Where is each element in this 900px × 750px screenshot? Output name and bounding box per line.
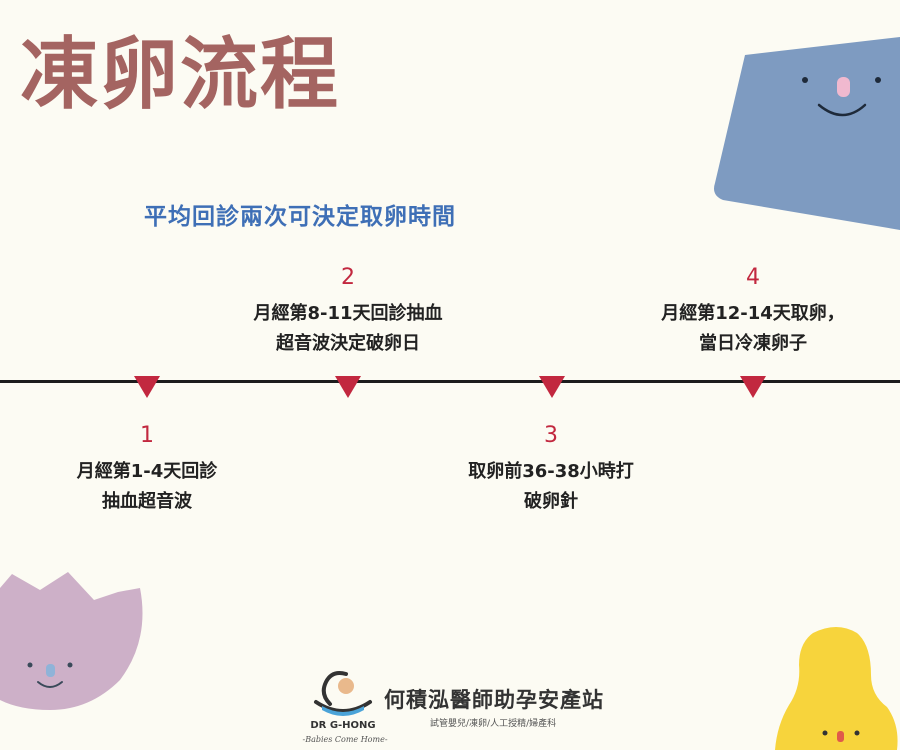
- page-title: 凍卵流程: [20, 30, 341, 120]
- purple-blob-eye-right: [67, 662, 73, 668]
- purple-blob-eye-left: [27, 662, 33, 668]
- purple-blob-shape: [0, 572, 143, 710]
- blue-face-blob: [714, 37, 900, 230]
- page-subtitle: 平均回診兩次可決定取卵時間: [144, 204, 456, 230]
- purple-face-blob: [0, 572, 143, 710]
- step-number: 1: [140, 423, 154, 448]
- step-number: 2: [341, 265, 355, 290]
- logo-brand-text: DR G-HONG: [310, 720, 376, 731]
- step-number: 4: [746, 265, 760, 290]
- purple-blob-nose: [46, 664, 55, 677]
- yellow-blob-eye-right: [854, 730, 860, 736]
- timeline-marker-1: [134, 376, 160, 398]
- mother-baby-icon: [314, 671, 372, 716]
- step-text-line: 月經第1-4天回診: [76, 461, 218, 482]
- step-text-line: 抽血超音波: [102, 491, 192, 512]
- purple-blob-smile: [37, 681, 63, 688]
- timeline-marker-3: [539, 376, 565, 398]
- timeline-step-1: 1 月經第1-4天回診 抽血超音波: [0, 425, 297, 517]
- timeline-step-3: 3 取卵前36-38小時打 破卵針: [401, 425, 701, 517]
- yellow-blob-shape: [775, 627, 898, 750]
- clinic-name: 何積泓醫師助孕安產站: [384, 688, 604, 712]
- timeline-line: [0, 380, 900, 383]
- blue-blob-shape: [714, 37, 900, 230]
- step-text-line: 取卵前36-38小時打: [468, 461, 634, 482]
- yellow-blob-nose: [837, 731, 844, 742]
- timeline-step-4: 4 月經第12-14天取卵， 當日冷凍卵子: [603, 267, 900, 359]
- logo-tagline: -Babies Come Home-: [302, 735, 388, 744]
- yellow-blob-eye-left: [822, 730, 828, 736]
- clinic-services: 試管嬰兒/凍卵/人工授精/婦產科: [430, 719, 557, 729]
- step-text-line: 月經第8-11天回診抽血: [253, 303, 443, 324]
- yellow-face-blob: [775, 627, 898, 750]
- timeline-step-2: 2 月經第8-11天回診抽血 超音波決定破卵日: [198, 267, 498, 359]
- clinic-logo: DR G-HONG -Babies Come Home- 何積泓醫師助孕安產站 …: [302, 668, 608, 748]
- blue-blob-nose: [837, 77, 850, 97]
- blue-blob-smile: [817, 103, 867, 117]
- step-text-line: 破卵針: [524, 491, 578, 512]
- step-text-line: 超音波決定破卵日: [276, 333, 420, 354]
- blue-blob-eye-right: [875, 77, 881, 83]
- timeline-marker-2: [335, 376, 361, 398]
- step-text-line: 當日冷凍卵子: [699, 333, 807, 354]
- blue-blob-eye-left: [802, 77, 808, 83]
- step-text-line: 月經第12-14天取卵，: [661, 303, 845, 324]
- step-number: 3: [544, 423, 558, 448]
- timeline-marker-4: [740, 376, 766, 398]
